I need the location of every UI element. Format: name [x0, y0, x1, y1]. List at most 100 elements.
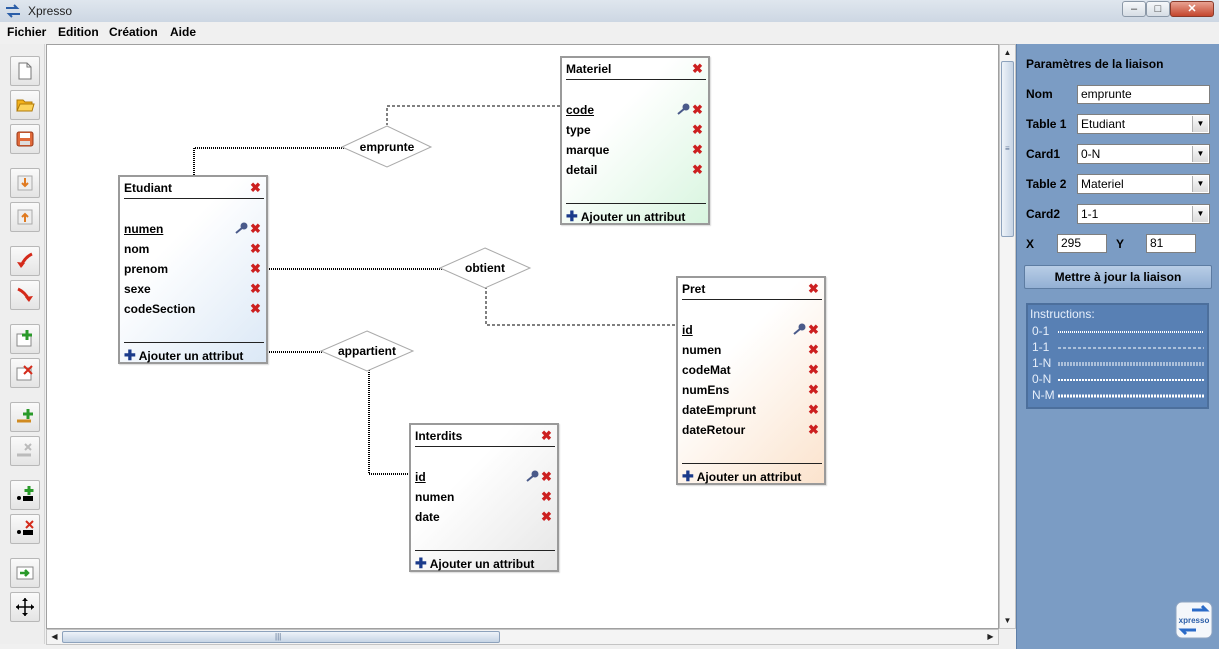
vertical-scroll-thumb[interactable]: ≡ — [1001, 61, 1014, 237]
delete-attribute-icon — [17, 520, 34, 535]
delete-attribute-icon[interactable]: ✖ — [541, 469, 552, 484]
card2-label: Card2 — [1026, 207, 1061, 221]
footer-divider — [566, 203, 706, 204]
table2-select[interactable]: Materiel▼ — [1077, 174, 1210, 194]
attribute-dateemprunt[interactable]: dateEmprunt — [682, 403, 757, 417]
entity-pret[interactable]: Pret ✖ id ✖ numen ✖ codeMat ✖ numEns ✖ d… — [676, 276, 826, 485]
attribute-numen[interactable]: numen — [682, 343, 722, 357]
minimize-button[interactable]: – — [1122, 1, 1146, 17]
add-attribute-link[interactable]: ✚Ajouter un attribut — [682, 468, 802, 484]
card1-select[interactable]: 0-N▼ — [1077, 144, 1210, 164]
attribute-numen[interactable]: numen — [415, 490, 455, 504]
delete-entity-icon[interactable]: ✖ — [250, 180, 261, 195]
update-link-button[interactable]: Mettre à jour la liaison — [1024, 265, 1212, 289]
attribute-nom[interactable]: nom — [124, 242, 150, 256]
delete-attribute-icon[interactable]: ✖ — [250, 241, 261, 256]
horizontal-scroll-thumb[interactable]: ||| — [62, 631, 500, 643]
redo-button[interactable] — [10, 280, 40, 310]
delete-attribute-icon[interactable]: ✖ — [250, 221, 261, 236]
delete-attribute-button[interactable] — [10, 514, 40, 544]
relation-obtient[interactable]: obtient — [465, 261, 505, 275]
import-button[interactable] — [10, 168, 40, 198]
open-button[interactable] — [10, 90, 40, 120]
delete-attribute-icon[interactable]: ✖ — [808, 322, 819, 337]
relation-appartient[interactable]: appartient — [337, 344, 396, 358]
legend-line-icon — [1058, 362, 1204, 366]
delete-attribute-icon[interactable]: ✖ — [250, 261, 261, 276]
attribute-marque[interactable]: marque — [566, 143, 610, 157]
app-icon — [6, 4, 20, 18]
attribute-id[interactable]: id — [682, 323, 693, 337]
attribute-sexe[interactable]: sexe — [124, 282, 151, 296]
menu-fichier[interactable]: Fichier — [7, 25, 47, 39]
delete-relation-button[interactable] — [10, 436, 40, 466]
export-button[interactable] — [10, 202, 40, 232]
relation-emprunte[interactable]: emprunte — [359, 140, 415, 154]
add-attribute-link[interactable]: ✚Ajouter un attribut — [415, 555, 535, 571]
relation-links — [193, 105, 677, 475]
delete-attribute-icon[interactable]: ✖ — [692, 102, 703, 117]
delete-attribute-icon[interactable]: ✖ — [808, 402, 819, 417]
generate-button[interactable] — [10, 558, 40, 588]
delete-entity-icon[interactable]: ✖ — [808, 281, 819, 296]
entity-interdits[interactable]: Interdits ✖ id ✖ numen ✖ date ✖ ✚Ajouter… — [409, 423, 559, 572]
attribute-detail[interactable]: detail — [566, 163, 598, 177]
nom-input[interactable]: emprunte — [1077, 85, 1210, 104]
menu-edition[interactable]: Edition — [58, 25, 99, 39]
delete-entity-icon[interactable]: ✖ — [541, 428, 552, 443]
x-input[interactable]: 295 — [1057, 234, 1107, 253]
add-table-button[interactable] — [10, 324, 40, 354]
add-relation-button[interactable] — [10, 402, 40, 432]
attribute-id[interactable]: id — [415, 470, 426, 484]
add-attribute-button[interactable] — [10, 480, 40, 510]
delete-table-button[interactable] — [10, 358, 40, 388]
undo-button[interactable] — [10, 246, 40, 276]
horizontal-scrollbar[interactable]: ◀ ||| ▶ — [46, 629, 999, 645]
scroll-right-icon[interactable]: ▶ — [987, 632, 994, 641]
add-attribute-link[interactable]: ✚Ajouter un attribut — [566, 208, 686, 224]
add-attribute-link[interactable]: ✚Ajouter un attribut — [124, 347, 244, 363]
y-input[interactable]: 81 — [1146, 234, 1196, 253]
save-button[interactable] — [10, 124, 40, 154]
menu-creation[interactable]: Création — [109, 25, 158, 39]
scroll-left-icon[interactable]: ◀ — [51, 632, 58, 641]
delete-attribute-icon[interactable]: ✖ — [250, 301, 261, 316]
delete-attribute-icon[interactable]: ✖ — [541, 489, 552, 504]
attribute-type[interactable]: type — [566, 123, 591, 137]
vertical-scrollbar[interactable]: ▲ ≡ ▼ — [999, 44, 1016, 629]
delete-attribute-icon[interactable]: ✖ — [692, 162, 703, 177]
attribute-numens[interactable]: numEns — [682, 383, 730, 397]
menu-aide[interactable]: Aide — [170, 25, 197, 39]
chevron-down-icon: ▼ — [1192, 176, 1208, 192]
maximize-button[interactable]: □ — [1146, 1, 1170, 17]
diagram-canvas[interactable]: emprunte obtient appartient Etudiant ✖ n… — [46, 44, 999, 629]
delete-attribute-icon[interactable]: ✖ — [808, 342, 819, 357]
close-button[interactable]: ✕ — [1170, 1, 1214, 17]
card2-select[interactable]: 1-1▼ — [1077, 204, 1210, 224]
delete-attribute-icon[interactable]: ✖ — [541, 509, 552, 524]
delete-attribute-icon[interactable]: ✖ — [808, 382, 819, 397]
attribute-codemat[interactable]: codeMat — [682, 363, 731, 377]
delete-attribute-icon[interactable]: ✖ — [808, 422, 819, 437]
delete-attribute-icon[interactable]: ✖ — [692, 142, 703, 157]
move-button[interactable] — [10, 592, 40, 622]
attribute-code[interactable]: code — [566, 103, 595, 117]
delete-attribute-icon[interactable]: ✖ — [250, 281, 261, 296]
attribute-codesection[interactable]: codeSection — [124, 302, 196, 316]
attribute-prenom[interactable]: prenom — [124, 262, 169, 276]
delete-entity-icon[interactable]: ✖ — [692, 61, 703, 76]
delete-attribute-icon[interactable]: ✖ — [808, 362, 819, 377]
attribute-numen[interactable]: numen — [124, 222, 164, 236]
delete-attribute-icon[interactable]: ✖ — [692, 122, 703, 137]
move-icon — [16, 598, 34, 616]
entity-etudiant[interactable]: Etudiant ✖ numen ✖ nom ✖ prenom ✖ sexe ✖… — [118, 175, 268, 364]
scroll-down-icon[interactable]: ▼ — [1003, 616, 1012, 625]
footer-divider — [682, 463, 822, 464]
entity-materiel[interactable]: Materiel ✖ code ✖ type ✖ marque ✖ detail… — [560, 56, 710, 225]
table1-select[interactable]: Etudiant▼ — [1077, 114, 1210, 134]
attribute-date[interactable]: date — [415, 510, 440, 524]
new-file-button[interactable] — [10, 56, 40, 86]
scroll-up-icon[interactable]: ▲ — [1003, 48, 1012, 57]
attribute-dateretour[interactable]: dateRetour — [682, 423, 746, 437]
link-appartient-interdits — [368, 370, 410, 475]
